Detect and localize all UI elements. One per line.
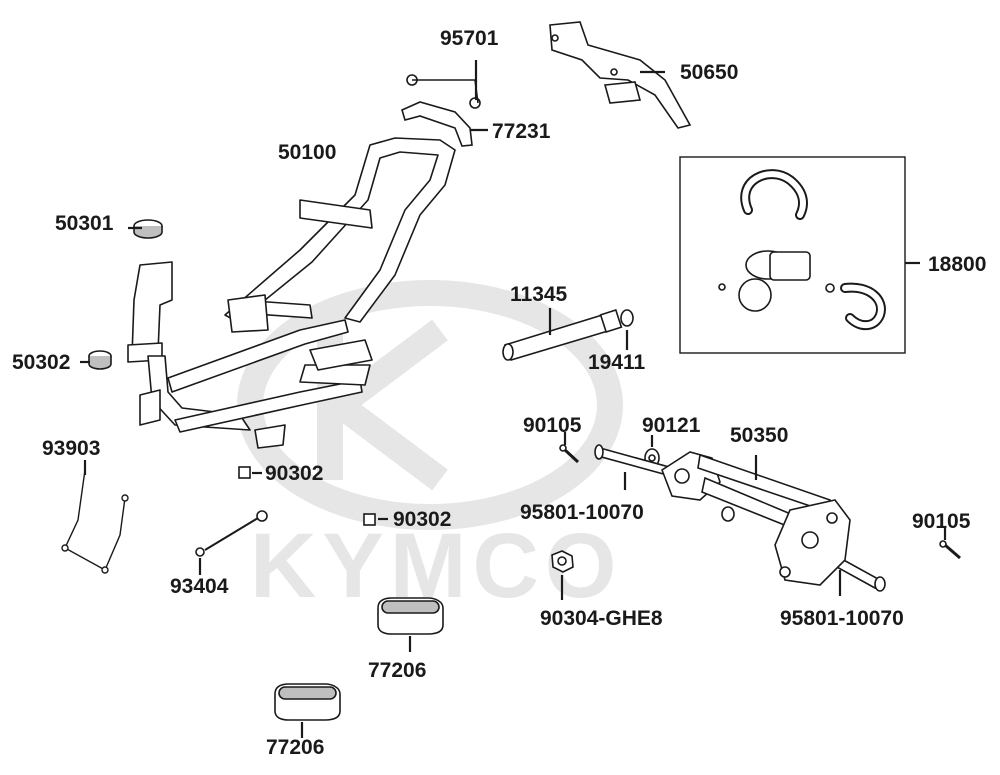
bracket-50650 <box>549 21 692 129</box>
callout-90302-b: 90302 <box>393 508 452 531</box>
callout-50302: 50302 <box>12 351 71 374</box>
rubber-77206-b <box>274 683 341 738</box>
callout-95801-b: 95801-10070 <box>780 607 904 630</box>
kit-18800-inset <box>679 156 920 354</box>
callout-90121: 90121 <box>642 414 701 437</box>
bolt-90105-b <box>939 528 961 560</box>
bolt-90105-a <box>559 432 580 464</box>
shaft-11345 <box>502 308 623 361</box>
callout-93404: 93404 <box>170 575 229 598</box>
callout-95701: 95701 <box>440 27 499 50</box>
callout-93903: 93903 <box>42 437 101 460</box>
callout-50350: 50350 <box>730 424 789 447</box>
main-frame-50100 <box>127 137 456 449</box>
bracket-77231 <box>401 60 488 147</box>
callout-18800: 18800 <box>928 253 987 276</box>
callout-50100: 50100 <box>278 141 337 164</box>
callout-11345: 11345 <box>510 283 568 306</box>
callout-19411: 19411 <box>588 351 646 374</box>
rubber-77206-a <box>377 597 444 652</box>
nut-90304-ghe8 <box>551 550 574 600</box>
nut-90302-b <box>363 513 388 526</box>
bolt-95801-a <box>594 444 681 490</box>
callout-77206-b: 77206 <box>266 736 325 759</box>
callout-77231: 77231 <box>492 120 551 143</box>
bushing-50302 <box>80 350 112 370</box>
callout-77206-a: 77206 <box>368 659 427 682</box>
callout-90105-b: 90105 <box>912 510 971 533</box>
bolt-93404 <box>195 510 268 575</box>
clip-19411 <box>620 309 634 350</box>
cap-50301 <box>128 219 163 239</box>
bolt-95801-b <box>833 556 886 596</box>
engine-hanger-50350 <box>661 451 851 586</box>
strap-93903 <box>61 460 129 574</box>
nut-90302-a <box>238 466 262 479</box>
callout-95801-a: 95801-10070 <box>520 501 644 524</box>
callout-50301: 50301 <box>55 212 114 235</box>
callout-90304-ghe8: 90304-GHE8 <box>540 607 663 630</box>
callout-90105-a: 90105 <box>523 414 582 437</box>
callout-90302-a: 90302 <box>265 462 324 485</box>
callout-50650: 50650 <box>680 61 739 84</box>
